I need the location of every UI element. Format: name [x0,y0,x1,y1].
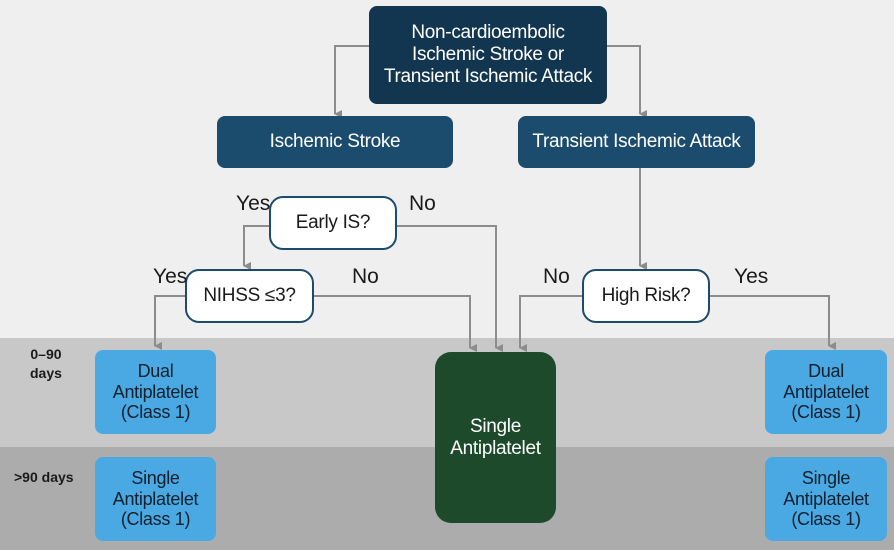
ischemic-stroke-node: Ischemic Stroke [217,116,453,168]
edge-early-is-yes [243,225,271,270]
early-is-no-label: No [409,192,436,215]
edge-root-to-tia [606,45,647,118]
edge-root-to-ischemic-stroke [334,45,370,118]
time-label-0-90-days: 0–90 days [30,346,62,381]
edge-high-risk-yes [709,295,836,350]
edge-high-risk-no [519,295,583,352]
left-dual-antiplatelet-box: Dual Antiplatelet (Class 1) [95,350,216,434]
right-dual-antiplatelet-box: Dual Antiplatelet (Class 1) [765,350,887,434]
edge-nihss-no [313,295,477,352]
high-risk-decision: High Risk? [582,269,710,323]
nihss-no-label: No [352,265,379,288]
high-risk-no-label: No [543,265,570,288]
tia-node: Transient Ischemic Attack [518,116,755,168]
time-label-over-90-days: >90 days [14,469,74,485]
edge-early-is-no [396,225,503,352]
early-is-decision: Early IS? [269,196,397,250]
early-is-yes-label: Yes [236,192,271,215]
edge-nihss-yes [154,295,187,350]
root-node: Non-cardioembolic Ischemic Stroke or Tra… [369,6,607,104]
nihss-decision: NIHSS ≤3? [185,269,314,323]
right-single-antiplatelet-box: Single Antiplatelet (Class 1) [765,457,887,541]
high-risk-yes-label: Yes [734,265,769,288]
left-single-antiplatelet-box: Single Antiplatelet (Class 1) [95,457,216,541]
nihss-yes-label: Yes [153,265,188,288]
single-antiplatelet-box: Single Antiplatelet [435,352,556,523]
